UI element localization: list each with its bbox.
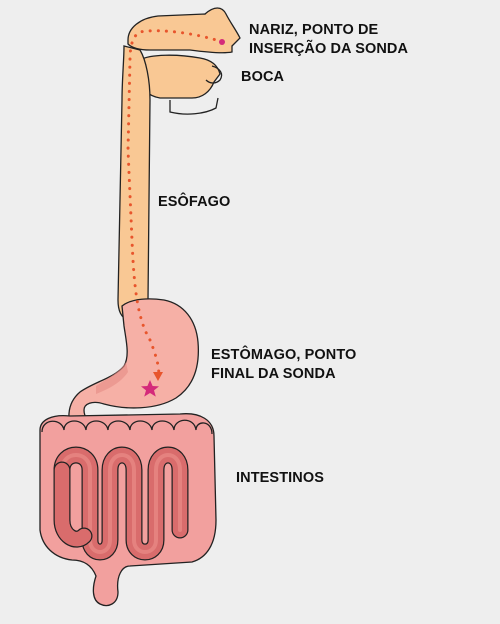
stomach-label-line-2: FINAL DA SONDA xyxy=(211,366,336,382)
nasal-cavity xyxy=(127,7,241,54)
stomach xyxy=(68,298,200,433)
insertion-point-marker xyxy=(219,39,225,45)
esophagus-label: ESÔFAGO xyxy=(158,194,231,210)
nose-label-line-1: NARIZ, PONTO DE xyxy=(249,22,379,38)
mouth-label: BOCA xyxy=(241,69,285,85)
nose-label-line-2: INSERÇÃO DA SONDA xyxy=(249,41,409,57)
small-intestine xyxy=(53,446,189,561)
tube-arrowhead-icon xyxy=(153,372,163,381)
nose-label: NARIZ, PONTO DE INSERÇÃO DA SONDA xyxy=(249,21,408,59)
stomach-label-line-1: ESTÔMAGO, PONTO xyxy=(211,347,357,363)
intestines-label: INTESTINOS xyxy=(236,470,325,486)
feeding-tube-path xyxy=(126,29,224,378)
tube-end-star-icon xyxy=(141,380,159,397)
stomach-label: ESTÔMAGO, PONTO FINAL DA SONDA xyxy=(211,346,356,384)
